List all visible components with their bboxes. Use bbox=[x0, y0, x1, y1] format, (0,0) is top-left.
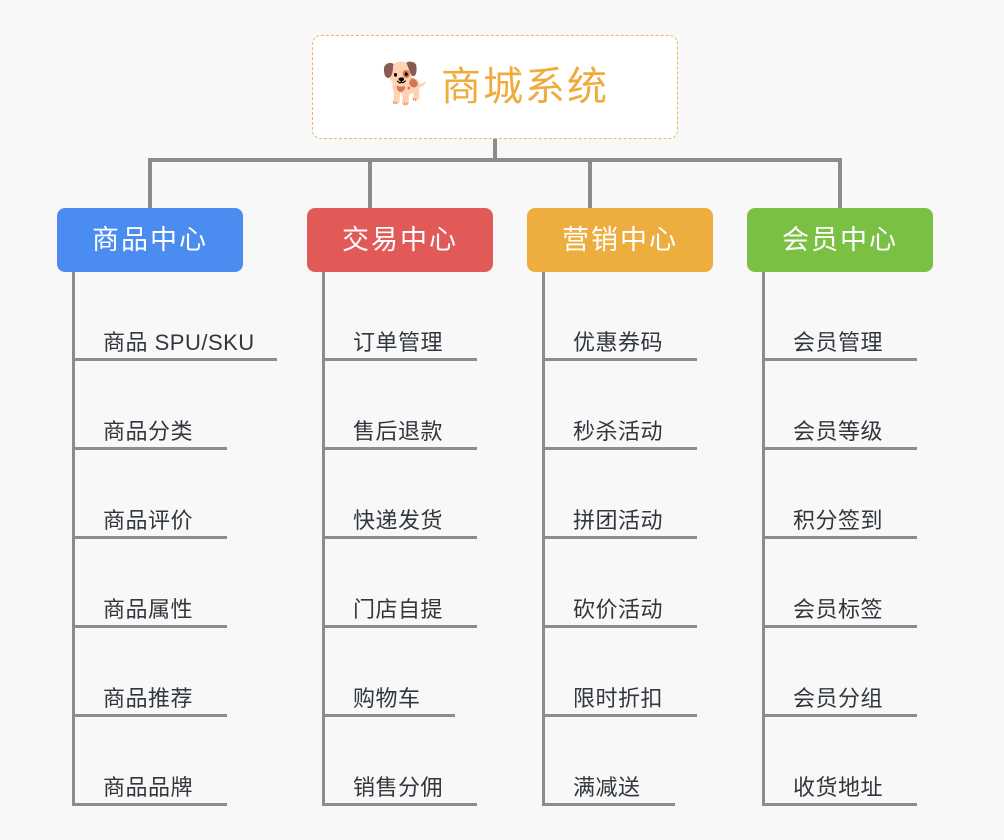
list-item[interactable]: 积分签到 bbox=[765, 450, 933, 539]
category-box-marketing-center[interactable]: 营销中心 bbox=[527, 208, 713, 272]
leaf-list-member-center: 会员管理 会员等级 积分签到 会员标签 会员分组 收货地址 bbox=[762, 272, 933, 806]
category-label-trade-center: 交易中心 bbox=[342, 224, 458, 255]
leaf-underline bbox=[75, 536, 227, 539]
leaf-label: 会员分组 bbox=[793, 686, 884, 711]
leaf-label: 秒杀活动 bbox=[573, 419, 664, 444]
leaf-underline bbox=[545, 536, 697, 539]
leaf-list-marketing-center: 优惠券码 秒杀活动 拼团活动 砍价活动 限时折扣 满减送 bbox=[542, 272, 713, 806]
leaf-label: 快递发货 bbox=[353, 508, 444, 533]
root-node[interactable]: 🐕 商城系统 bbox=[312, 35, 678, 139]
leaf-label: 商品品牌 bbox=[103, 775, 194, 800]
root-node-title: 商城系统 bbox=[441, 65, 609, 109]
list-item[interactable]: 快递发货 bbox=[325, 450, 493, 539]
list-item[interactable]: 优惠券码 bbox=[545, 272, 713, 361]
list-item[interactable]: 商品属性 bbox=[75, 539, 243, 628]
leaf-label: 收货地址 bbox=[793, 775, 884, 800]
leaf-label: 售后退款 bbox=[353, 419, 444, 444]
leaf-underline bbox=[75, 358, 277, 361]
list-item[interactable]: 会员标签 bbox=[765, 539, 933, 628]
leaf-underline bbox=[765, 536, 917, 539]
list-item[interactable]: 会员分组 bbox=[765, 628, 933, 717]
leaf-underline bbox=[325, 803, 477, 806]
branch-member-center: 会员中心 会员管理 会员等级 积分签到 会员标签 会员分组 bbox=[747, 208, 933, 806]
leaf-label: 优惠券码 bbox=[573, 330, 664, 355]
shiba-dog-face-icon: 🐕 bbox=[381, 62, 431, 106]
connector-horizontal-bar bbox=[148, 158, 842, 162]
list-item[interactable]: 商品分类 bbox=[75, 361, 243, 450]
connector-root-stem bbox=[493, 139, 497, 162]
category-box-trade-center[interactable]: 交易中心 bbox=[307, 208, 493, 272]
leaf-underline bbox=[545, 447, 697, 450]
list-item[interactable]: 购物车 bbox=[325, 628, 493, 717]
leaf-underline bbox=[325, 714, 455, 717]
list-item[interactable]: 会员等级 bbox=[765, 361, 933, 450]
connector-drop-marketing-center bbox=[588, 158, 592, 210]
leaf-underline bbox=[325, 358, 477, 361]
list-item[interactable]: 商品评价 bbox=[75, 450, 243, 539]
leaf-label: 限时折扣 bbox=[573, 686, 664, 711]
list-item[interactable]: 门店自提 bbox=[325, 539, 493, 628]
leaf-label: 商品 SPU/SKU bbox=[103, 330, 255, 355]
list-item[interactable]: 商品推荐 bbox=[75, 628, 243, 717]
category-box-product-center[interactable]: 商品中心 bbox=[57, 208, 243, 272]
list-item[interactable]: 会员管理 bbox=[765, 272, 933, 361]
category-box-member-center[interactable]: 会员中心 bbox=[747, 208, 933, 272]
leaf-underline bbox=[545, 714, 697, 717]
leaf-underline bbox=[765, 358, 917, 361]
leaf-label: 砍价活动 bbox=[573, 597, 664, 622]
leaf-underline bbox=[325, 447, 477, 450]
list-item[interactable]: 砍价活动 bbox=[545, 539, 713, 628]
leaf-list-product-center: 商品 SPU/SKU 商品分类 商品评价 商品属性 商品推荐 商品品牌 bbox=[72, 272, 277, 806]
branch-marketing-center: 营销中心 优惠券码 秒杀活动 拼团活动 砍价活动 限时折扣 bbox=[527, 208, 713, 806]
leaf-underline bbox=[75, 803, 227, 806]
list-item[interactable]: 限时折扣 bbox=[545, 628, 713, 717]
leaf-label: 门店自提 bbox=[353, 597, 444, 622]
category-label-product-center: 商品中心 bbox=[92, 224, 208, 255]
leaf-label: 商品属性 bbox=[103, 597, 194, 622]
leaf-label: 满减送 bbox=[573, 775, 641, 800]
leaf-underline bbox=[325, 536, 477, 539]
leaf-underline bbox=[545, 358, 697, 361]
category-label-marketing-center: 营销中心 bbox=[562, 224, 678, 255]
leaf-underline bbox=[75, 625, 227, 628]
leaf-underline bbox=[765, 714, 917, 717]
leaf-label: 拼团活动 bbox=[573, 508, 664, 533]
leaf-label: 积分签到 bbox=[793, 508, 884, 533]
list-item[interactable]: 商品品牌 bbox=[75, 717, 243, 806]
list-item[interactable]: 秒杀活动 bbox=[545, 361, 713, 450]
list-item[interactable]: 销售分佣 bbox=[325, 717, 493, 806]
leaf-label: 会员管理 bbox=[793, 330, 884, 355]
branch-product-center: 商品中心 商品 SPU/SKU 商品分类 商品评价 商品属性 商品推荐 bbox=[57, 208, 277, 806]
leaf-underline bbox=[75, 714, 227, 717]
list-item[interactable]: 满减送 bbox=[545, 717, 713, 806]
leaf-label: 销售分佣 bbox=[353, 775, 444, 800]
leaf-label: 订单管理 bbox=[353, 330, 444, 355]
leaf-label: 商品推荐 bbox=[103, 686, 194, 711]
list-item[interactable]: 拼团活动 bbox=[545, 450, 713, 539]
leaf-label: 会员标签 bbox=[793, 597, 884, 622]
leaf-underline bbox=[75, 447, 227, 450]
connector-drop-product-center bbox=[148, 158, 152, 210]
leaf-underline bbox=[765, 447, 917, 450]
list-item[interactable]: 商品 SPU/SKU bbox=[75, 272, 277, 361]
leaf-underline bbox=[545, 625, 697, 628]
leaf-underline bbox=[765, 625, 917, 628]
leaf-label: 购物车 bbox=[353, 686, 421, 711]
leaf-underline bbox=[545, 803, 675, 806]
connector-drop-trade-center bbox=[368, 158, 372, 210]
branch-trade-center: 交易中心 订单管理 售后退款 快递发货 门店自提 购物车 bbox=[307, 208, 493, 806]
leaf-underline bbox=[325, 625, 477, 628]
leaf-underline bbox=[765, 803, 917, 806]
leaf-label: 会员等级 bbox=[793, 419, 884, 444]
leaf-label: 商品分类 bbox=[103, 419, 194, 444]
list-item[interactable]: 订单管理 bbox=[325, 272, 493, 361]
connector-drop-member-center bbox=[838, 158, 842, 210]
list-item[interactable]: 收货地址 bbox=[765, 717, 933, 806]
leaf-label: 商品评价 bbox=[103, 508, 194, 533]
category-label-member-center: 会员中心 bbox=[782, 224, 898, 255]
leaf-list-trade-center: 订单管理 售后退款 快递发货 门店自提 购物车 销售分佣 bbox=[322, 272, 493, 806]
list-item[interactable]: 售后退款 bbox=[325, 361, 493, 450]
